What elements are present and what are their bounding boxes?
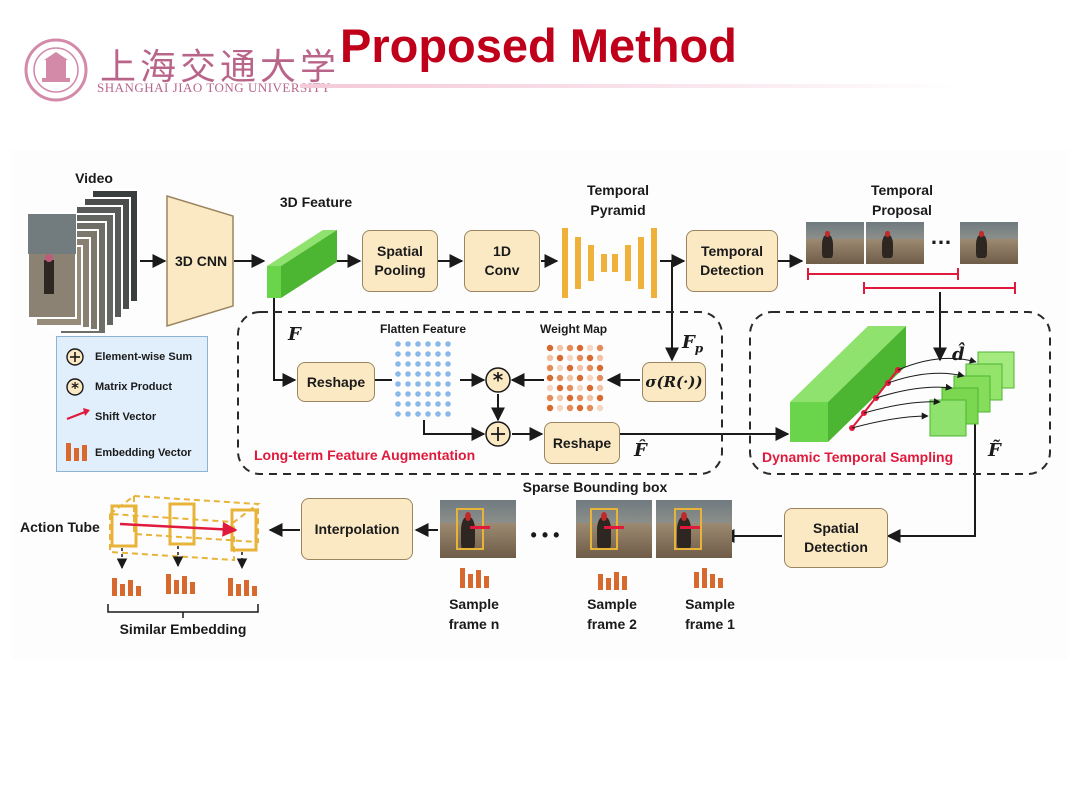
- dts-feature-cuboid: [790, 326, 906, 442]
- embedding-vector-frame-1: [694, 568, 723, 588]
- temporal-pyramid-bars: [562, 228, 657, 298]
- sample-frame-n-image: [440, 500, 516, 558]
- legend-product-label: Matrix Product: [95, 381, 173, 393]
- action-tube-label: Action Tube: [20, 519, 100, 535]
- conv1d-module: 1D Conv: [464, 230, 540, 292]
- flatten-feature-label: Flatten Feature: [380, 322, 467, 336]
- sparse-bbox-label: Sparse Bounding box: [522, 479, 668, 495]
- embedding-vector-tube-2: [166, 574, 195, 594]
- ltfa-title: Long-term Feature Augmentation: [254, 447, 476, 463]
- fp-subscript: p: [694, 341, 704, 356]
- video-frame-stack: [27, 189, 139, 335]
- university-seal-logo: [24, 38, 88, 102]
- spatial-pooling-module: Spatial Pooling: [362, 230, 438, 292]
- flatten-feature-grid: [395, 341, 451, 417]
- cnn-trapezoid: [166, 194, 234, 328]
- embedding-vector-frame-n: [460, 568, 489, 588]
- sample-frame-1-image: [656, 500, 732, 558]
- legend-shift-icon: [66, 408, 90, 421]
- video-label: Video: [75, 170, 113, 186]
- feature-symbol-f: F: [288, 324, 301, 345]
- fp-main: F: [682, 332, 695, 353]
- embedding-vector-frame-2: [598, 572, 627, 590]
- weight-map-grid: [546, 344, 604, 412]
- sample-ellipsis: • • •: [530, 525, 560, 545]
- sampled-feature-squares: [929, 351, 1015, 437]
- temporal-detection-module: Temporal Detection: [686, 230, 778, 292]
- spatial-detection-module: Spatial Detection: [784, 508, 888, 568]
- proposal-ellipsis: …: [930, 224, 952, 249]
- sample-frame-2-image: [576, 500, 652, 558]
- pyramid-feature-symbol: Fp: [682, 332, 703, 356]
- matrix-product-op: *: [485, 367, 511, 393]
- augmented-feature-symbol: F̂: [634, 440, 647, 461]
- legend-embedding-label: Embedding Vector: [95, 447, 192, 459]
- legend-shift-label: Shift Vector: [95, 411, 157, 423]
- svg-text:*: *: [493, 368, 504, 392]
- legend-sum-label: Element-wise Sum: [95, 351, 193, 363]
- temporal-proposal-label: Temporal Proposal: [871, 182, 933, 219]
- element-sum-op: [485, 421, 511, 447]
- proposal-frame-1: [806, 222, 864, 264]
- embedding-vector-tube-1: [112, 578, 141, 596]
- legend-sum-icon: [66, 348, 84, 366]
- reshape-module-2: Reshape: [544, 422, 620, 464]
- slide-title: Proposed Method: [340, 19, 737, 72]
- sample-frame-n-label: Sample frame n: [448, 596, 500, 633]
- sampled-feature-symbol: F̃: [988, 440, 1001, 461]
- ltfa-region: [237, 311, 723, 475]
- temporal-pyramid-label: Temporal Pyramid: [587, 182, 649, 219]
- header-rule: [300, 84, 960, 88]
- action-tube: [107, 494, 261, 562]
- feature-3d-cuboid: [267, 230, 337, 298]
- reshape-module-1: Reshape: [297, 362, 375, 402]
- legend-product-icon: *: [66, 378, 84, 397]
- sigma-module: σ(R(·)): [642, 362, 706, 402]
- legend-embedding-icon: [66, 443, 87, 461]
- university-name-cn: 上海交通大学: [100, 47, 341, 88]
- svg-text:*: *: [71, 379, 79, 397]
- embedding-vector-tube-3: [228, 578, 257, 596]
- proposal-frame-3: [960, 222, 1018, 264]
- sample-frame-2-label: Sample frame 2: [587, 596, 637, 633]
- feature-3d-label: 3D Feature: [279, 194, 353, 210]
- weight-map-label: Weight Map: [540, 322, 608, 336]
- interpolation-module: Interpolation: [301, 498, 413, 560]
- offset-symbol-d: d̂: [952, 344, 965, 365]
- dts-title: Dynamic Temporal Sampling: [762, 449, 954, 465]
- cnn3d-label: 3D CNN: [174, 253, 228, 269]
- university-name-en: SHANGHAI JIAO TONG UNIVERSITY: [97, 80, 331, 95]
- dts-region: [749, 311, 1051, 475]
- sample-frame-1-label: Sample frame 1: [685, 596, 735, 633]
- proposal-frame-2: [866, 222, 924, 264]
- similar-embedding-label: Similar Embedding: [119, 621, 247, 637]
- legend: Element-wise Sum * Matrix Product Shift …: [56, 336, 208, 472]
